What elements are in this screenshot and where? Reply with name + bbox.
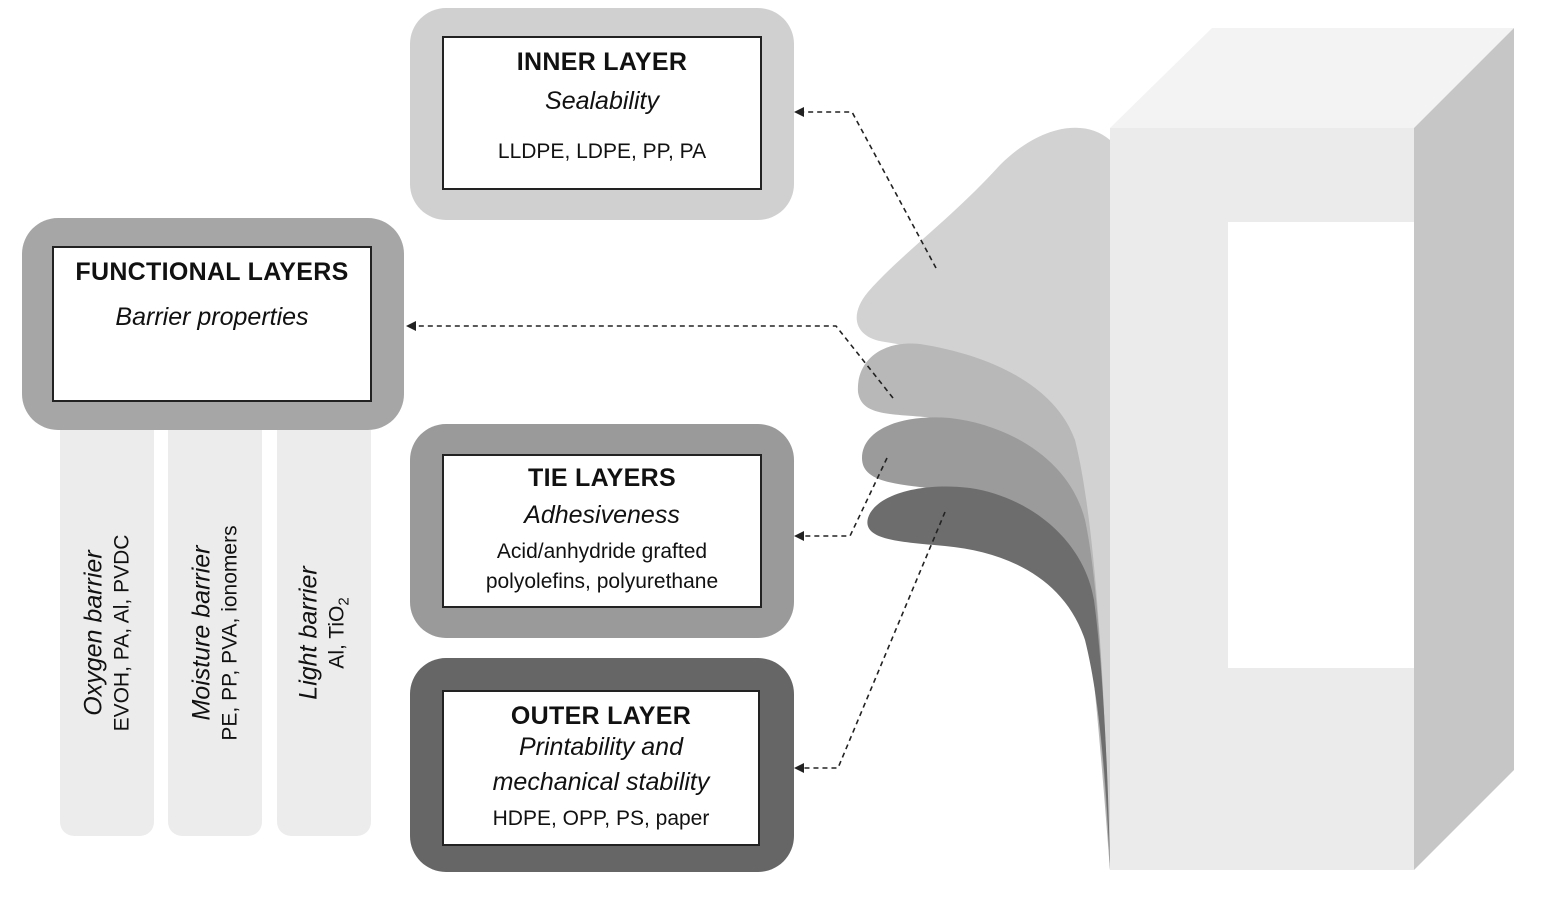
layer-flap-outer — [867, 486, 1110, 870]
light-barrier-label: Light barrier — [294, 566, 323, 700]
box-side-face — [1414, 28, 1514, 870]
functional-layers-property: Barrier properties — [115, 303, 309, 331]
light-barrier-materials: Al, TiO2 — [325, 566, 355, 699]
inner-layer-materials: LLDPE, LDPE, PP, PA — [497, 140, 707, 163]
light-barrier-materials-text: Al, TiO — [325, 605, 349, 669]
outer-layer-property-line2: mechanical stability — [492, 768, 710, 796]
tie-layers-materials-line1: Acid/anhydride grafted — [496, 540, 708, 563]
outer-layer-title: OUTER LAYER — [510, 702, 692, 730]
barrier-column-light: Light barrier Al, TiO2 — [277, 430, 371, 836]
oxygen-barrier-label: Oxygen barrier — [79, 550, 108, 716]
outer-layer-materials: HDPE, OPP, PS, paper — [492, 807, 710, 830]
box-top-face — [1110, 28, 1514, 128]
moisture-barrier-materials: PE, PP, PVA, ionomers — [218, 525, 242, 741]
outer-layer-property-line1: Printability and — [519, 733, 683, 761]
functional-layers-box: FUNCTIONAL LAYERS Barrier properties — [52, 246, 372, 402]
leader-arrows — [406, 107, 946, 773]
tie-layers-box: TIE LAYERS Adhesiveness Acid/anhydride g… — [442, 454, 762, 608]
inner-layer-box: INNER LAYER Sealability LLDPE, LDPE, PP,… — [442, 36, 762, 190]
arrow-tie-layers — [794, 457, 888, 541]
inner-layer-title: INNER LAYER — [516, 48, 688, 76]
outer-layer-box: OUTER LAYER Printability and mechanical … — [442, 690, 760, 846]
functional-layers-title: FUNCTIONAL LAYERS — [75, 258, 349, 286]
layer-flap-functional — [857, 343, 1110, 871]
arrow-inner-layer — [794, 107, 937, 269]
arrow-functional-layers — [406, 321, 894, 399]
tie-layers-property: Adhesiveness — [524, 501, 680, 529]
arrow-outer-layer — [794, 511, 946, 773]
light-barrier-materials-subscript: 2 — [335, 597, 353, 606]
package-box — [1110, 28, 1514, 870]
box-window — [1228, 222, 1414, 668]
barrier-column-oxygen: Oxygen barrier EVOH, PA, Al, PVDC — [60, 430, 154, 836]
barrier-column-moisture: Moisture barrier PE, PP, PVA, ionomers — [168, 430, 262, 836]
tie-layers-materials-line2: polyolefins, polyurethane — [485, 570, 719, 593]
layer-flap-inner — [856, 127, 1110, 870]
peeled-layers — [856, 127, 1110, 871]
moisture-barrier-label: Moisture barrier — [187, 545, 216, 721]
oxygen-barrier-materials: EVOH, PA, Al, PVDC — [110, 534, 134, 732]
inner-layer-property: Sealability — [545, 87, 659, 115]
tie-layers-title: TIE LAYERS — [528, 464, 676, 492]
